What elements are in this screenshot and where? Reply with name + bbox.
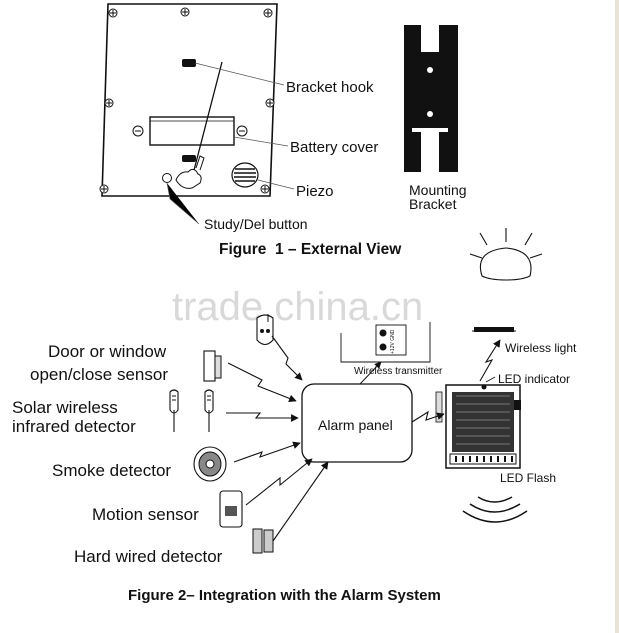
wire-hard-wired (272, 461, 329, 542)
hard-wired-detector-icon (252, 528, 274, 554)
label-led-indicator: LED indicator (498, 372, 570, 386)
siren-device (435, 384, 521, 469)
button-slot (182, 155, 196, 162)
study-del-button (162, 173, 172, 183)
signal-motion (245, 458, 313, 506)
signal-door (227, 362, 297, 403)
label-mounting-bracket-2: Bracket (409, 196, 457, 212)
label-hard-wired-detector: Hard wired detector (74, 547, 223, 566)
label-wireless-light: Wireless light (505, 341, 577, 355)
wireless-light (472, 327, 516, 332)
label-wireless-transmitter: Wireless transmitter (354, 366, 443, 377)
alarm-panel (301, 383, 413, 463)
signal-solar (226, 412, 299, 422)
signal-panel-to-siren (411, 410, 445, 423)
label-smoke-detector: Smoke detector (52, 461, 171, 480)
label-bracket-hook: Bracket hook (286, 79, 374, 96)
label-solar-detector-1: Solar wireless (12, 398, 118, 417)
siren-back-view (99, 3, 295, 225)
signal-keyfob (271, 335, 303, 381)
watermark: trade.china.cn (172, 285, 423, 329)
label-solar-detector-2: infrared detector (12, 417, 136, 436)
figure2-caption: Figure 2– Integration with the Alarm Sys… (128, 587, 441, 604)
lamp-rays-icon (469, 228, 543, 259)
hand-pointer-icon (175, 155, 205, 189)
remote-keyfob-icon (256, 314, 274, 346)
label-led-flash: LED Flash (500, 471, 556, 485)
label-study-del-button: Study/Del button (204, 216, 308, 232)
led-flash-waves-icon (462, 496, 528, 523)
label-piezo: Piezo (296, 183, 334, 200)
door-sensor-icon (203, 350, 222, 382)
label-alarm-panel: Alarm panel (318, 417, 393, 433)
wireless-transmitter: +12V GND (340, 322, 431, 363)
label-mounting-bracket-1: Mounting (409, 182, 467, 198)
label-door-sensor-1: Door or window (48, 342, 167, 361)
led-indicator (481, 384, 487, 390)
solar-detector-icon (169, 389, 214, 432)
signal-smoke (233, 441, 301, 463)
page-edge-strip (615, 0, 619, 633)
piezo-grille (231, 162, 259, 188)
lamp-bulb-icon (479, 247, 532, 281)
battery-cover (132, 116, 248, 146)
signal-panel-to-light (479, 339, 501, 382)
figure1-caption: Figure 1 – External View (219, 241, 402, 258)
motion-sensor-icon (219, 490, 243, 528)
mounting-bracket (404, 25, 458, 172)
smoke-detector-icon (193, 446, 227, 482)
label-motion-sensor: Motion sensor (92, 505, 199, 524)
transmitter-terminal-marks: +12V GND (390, 329, 396, 354)
label-door-sensor-2: open/close sensor (30, 365, 168, 384)
bracket-hook-slot (182, 59, 196, 67)
label-battery-cover: Battery cover (290, 139, 378, 156)
screw-icon (99, 7, 275, 194)
